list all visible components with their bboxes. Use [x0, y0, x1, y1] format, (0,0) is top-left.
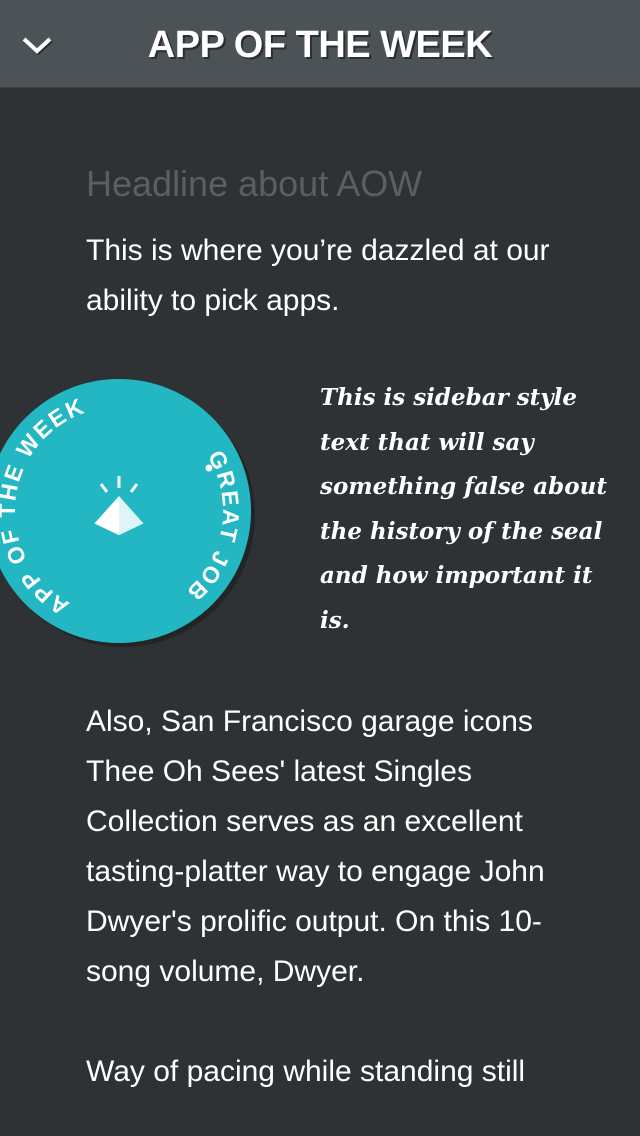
app-of-the-week-seal: APP OF THE WEEK GREAT JOB — [0, 372, 291, 650]
article-body: Also, San Francisco garage icons Thee Oh… — [86, 705, 545, 988]
page-title: APP OF THE WEEK — [147, 24, 493, 66]
article-body-continued: Way of pacing while standing still — [86, 1055, 526, 1088]
article-headline: Headline about AOW — [86, 163, 423, 204]
article-intro: This is where you’re dazzled at our abil… — [86, 234, 550, 317]
pyramid-logo-icon — [93, 476, 145, 537]
chevron-down-icon — [22, 37, 53, 56]
collapse-button[interactable] — [14, 22, 60, 68]
sidebar-text: This is sidebar style text that will say… — [320, 384, 607, 634]
navbar: APP OF THE WEEK — [0, 0, 640, 88]
seal-dot — [205, 464, 213, 472]
